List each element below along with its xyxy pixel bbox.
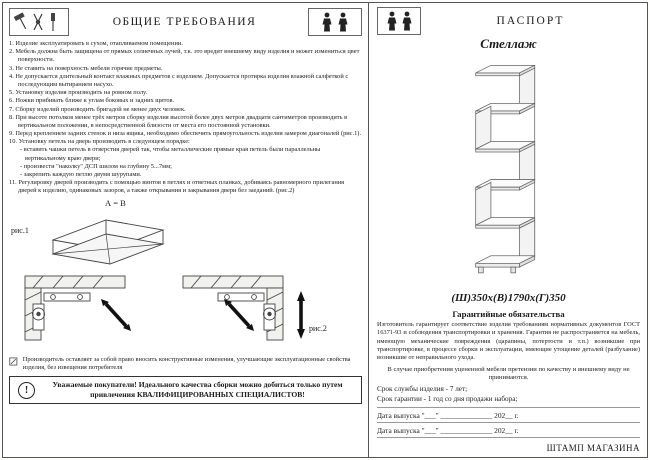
release-date-row: Дата выпуска "___" ______________ 202__ …: [377, 408, 640, 423]
requirement-item: 6. Ножки прибивать ближе к углам боковых…: [9, 97, 175, 105]
requirement-subitem: - произвести "наколку" ДСП шилом на глуб…: [20, 162, 172, 170]
release-date-row: Дата выпуска "___" ______________ 202__ …: [377, 423, 640, 438]
figures-area: А = В рис.1: [9, 196, 362, 354]
warranty-period: Срок гарантии - 1 год со дня продажи наб…: [377, 394, 518, 403]
release-dates: Дата выпуска "___" ______________ 202__ …: [377, 406, 640, 438]
exclamation-icon: !: [18, 381, 35, 399]
requirement-subitem: - закрепить каждую петлю двумя шурупами.: [20, 171, 142, 178]
customers-notice-text: Уважаемые покупатели! Идеального качеств…: [52, 380, 343, 400]
page-title: ОБЩИЕ ТРЕБОВАНИЯ: [112, 16, 257, 28]
requirement-item: 5. Установку изделия производить на ровн…: [9, 89, 148, 97]
customers-notice-box: ! Уважаемые покупатели! Идеального качес…: [9, 376, 362, 404]
shelf-unit-drawing: [474, 64, 535, 274]
store-stamp-label: ШТАМП МАГАЗИНА: [546, 443, 640, 453]
carcass-diagonals-figure: [51, 219, 165, 265]
requirement-item: 8. При высоте потолков менее трёх метров…: [9, 113, 348, 129]
warranty-text: Изготовитель гарантирует соответствие из…: [377, 321, 640, 362]
figure2-label: рис.2: [309, 323, 327, 333]
pencil-note-icon: [9, 357, 18, 365]
requirement-item: 4. Не допускается длительный контакт вла…: [9, 72, 349, 88]
requirement-subitem: - вставить чашки петель в отверстия двер…: [20, 146, 321, 162]
passport-header: ПАСПОРТ: [377, 7, 640, 35]
two-persons-icon: [308, 8, 362, 36]
manufacturer-note: Производитель оставляет за собой право в…: [9, 356, 362, 373]
requirement-item: 10. Установку петель на дверь производит…: [9, 138, 190, 146]
requirement-item: 1. Изделие эксплуатировать в сухом, отап…: [9, 40, 183, 47]
hinge-adjustment-figure: [24, 275, 305, 341]
figure1-label: рис.1: [11, 225, 29, 235]
requirement-item: 2. Мебель должна быть защищена от прямых…: [9, 48, 360, 64]
requirements-list: 1. Изделие эксплуатировать в сухом, отап…: [9, 40, 362, 196]
requirement-item: 9. Перед креплением задних стенок и низа…: [9, 130, 362, 138]
product-drawing: [377, 52, 640, 290]
warranty-title: Гарантийные обязательства: [452, 309, 565, 319]
general-requirements-column: ОБЩИЕ ТРЕБОВАНИЯ 1. Изделие эксплуатиров…: [3, 3, 369, 457]
tools-icon: [9, 8, 69, 36]
requirement-item: 7. Сборку изделий производить бригадой н…: [9, 105, 186, 113]
requirement-item: 3. Не ставить на поверхность мебели горя…: [9, 64, 163, 72]
passport-title: ПАСПОРТ: [496, 15, 565, 27]
diagonals-equal-label: А = В: [105, 197, 126, 208]
two-persons-icon: [377, 7, 421, 35]
service-life: Срок службы изделия - 7 лет;: [377, 384, 468, 393]
requirement-item: 11. Регулировку дверей производить с пом…: [9, 179, 345, 195]
discount-note: В случае приобретения уцененной мебели п…: [387, 365, 630, 382]
manufacturer-note-text: Производитель оставляет за собой право в…: [22, 355, 351, 371]
passport-column: ПАСПОРТ Стеллаж: [370, 3, 647, 457]
product-name: Стеллаж: [480, 36, 537, 51]
left-header: ОБЩИЕ ТРЕБОВАНИЯ: [9, 7, 362, 37]
product-dimensions: (Ш)350х(В)1790х(Г)350: [451, 292, 566, 304]
